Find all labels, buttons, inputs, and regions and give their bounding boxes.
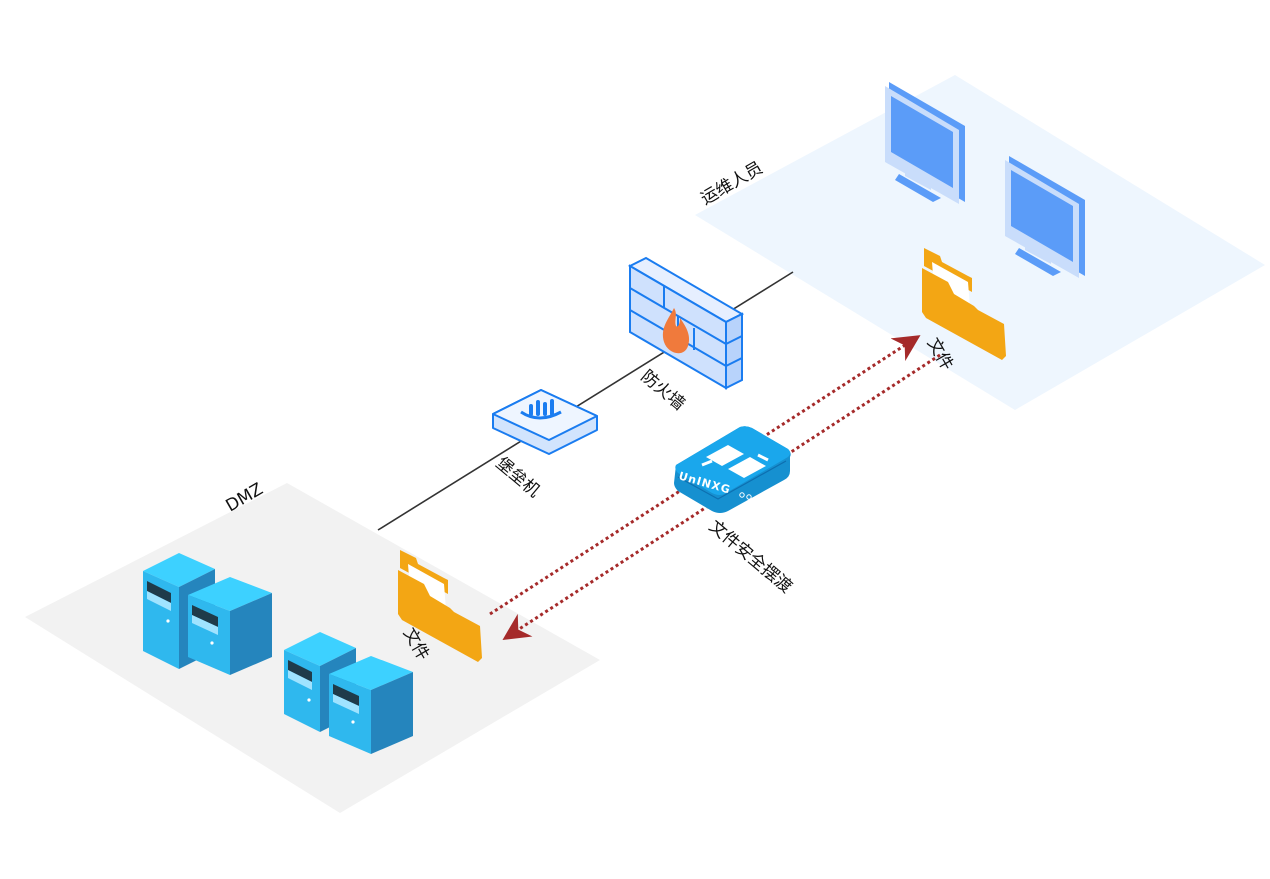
monitor-icon [885,82,965,204]
folder-icon [398,550,482,662]
chart-bars-icon [520,399,562,420]
bastion-host-icon [492,389,598,455]
server-icon [329,656,413,754]
bastion-label: 堡垒机 [492,454,544,502]
file-ferry-label: 文件安全摆渡 [705,517,796,598]
firewall-label: 防火墙 [637,367,689,415]
monitor-icon [1005,156,1085,278]
folder-icon [922,248,1006,360]
server-icon [188,577,272,675]
firewall-icon [627,256,745,390]
file-ferry-device-icon: UnINXG [674,426,791,513]
flame-icon [662,308,690,354]
ops-zone-platform [695,75,1265,410]
